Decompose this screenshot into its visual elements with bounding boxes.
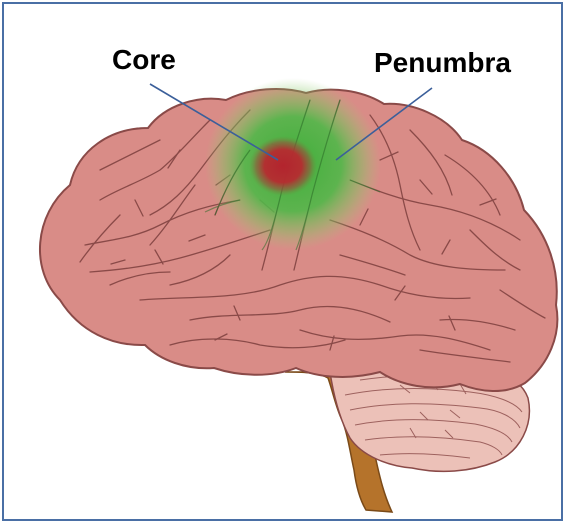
core-label: Core [112, 46, 176, 74]
core-region [249, 136, 317, 196]
penumbra-label: Penumbra [374, 49, 511, 77]
